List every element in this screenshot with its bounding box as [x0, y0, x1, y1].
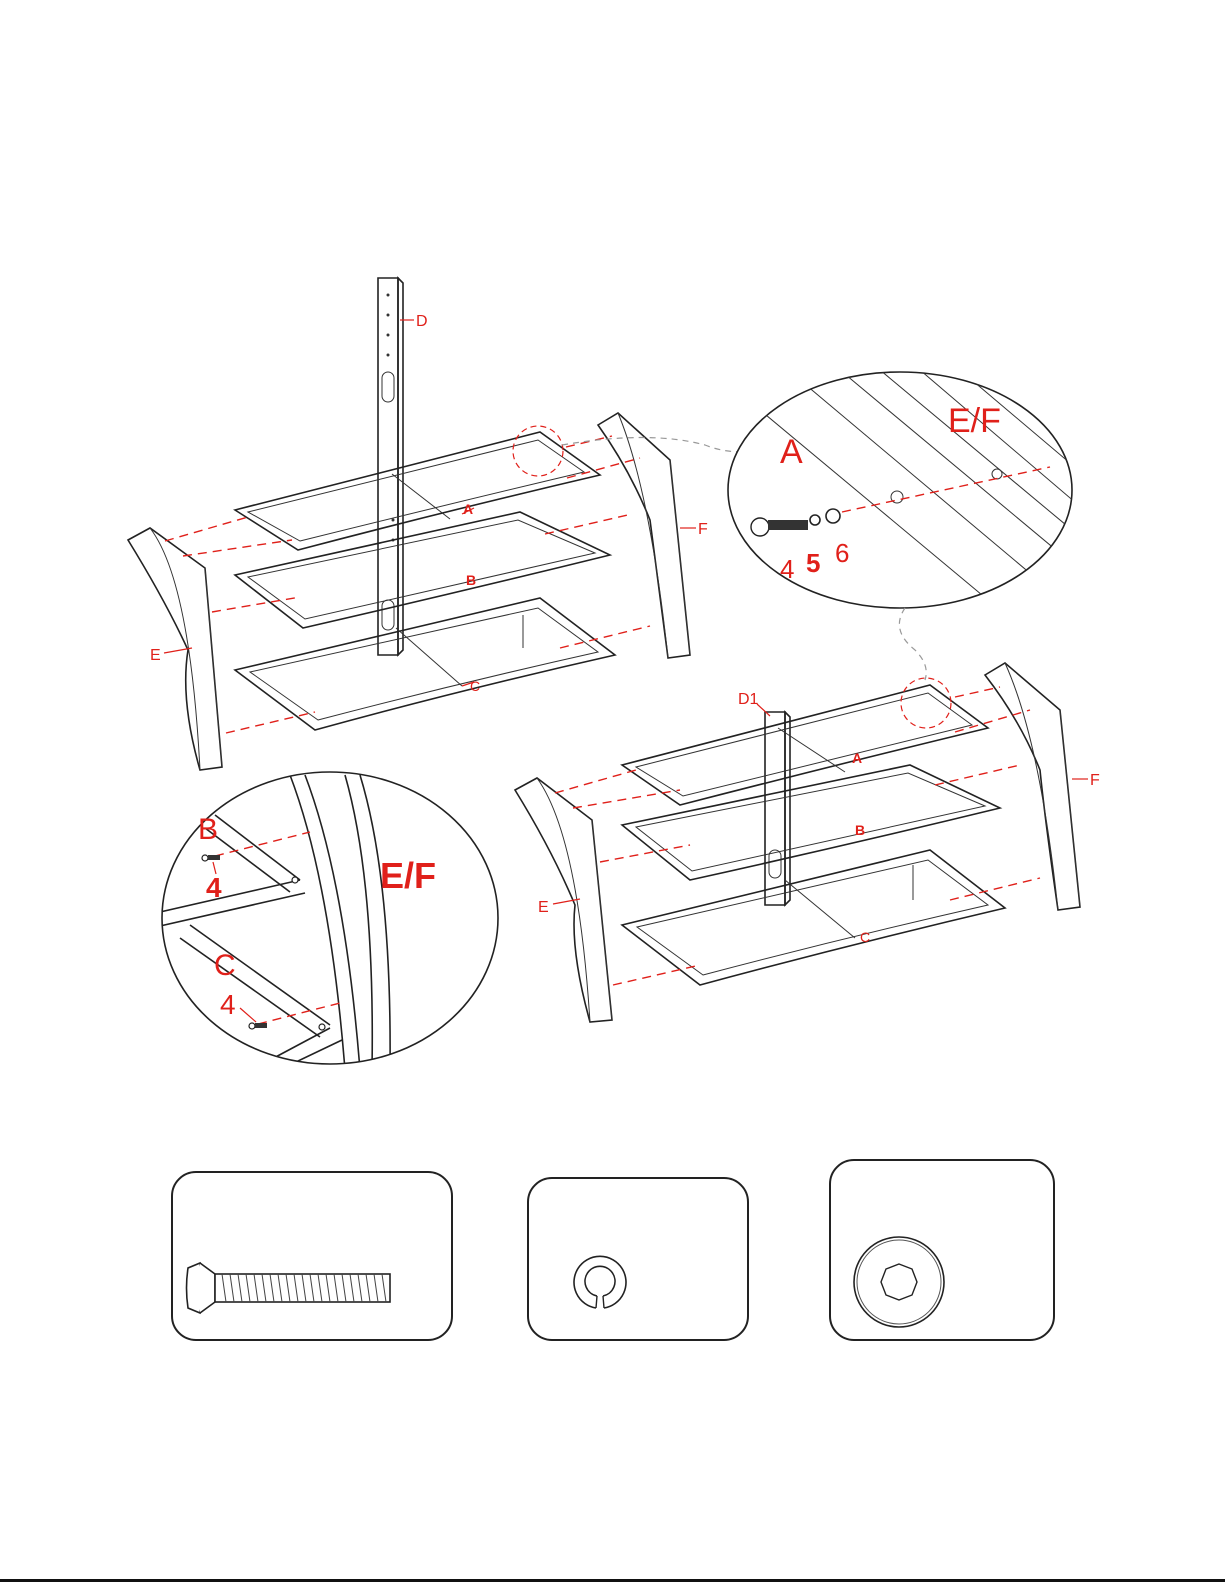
label-f: F — [698, 521, 708, 538]
label-f-bottom: F — [1090, 772, 1100, 789]
side-panel-f-bottom: F — [985, 663, 1100, 910]
label-d: D — [416, 313, 428, 330]
page-bottom-rule — [0, 1579, 1225, 1582]
zoom-label-b: B — [198, 813, 218, 846]
label-c-bottom: C — [860, 929, 870, 945]
label-c: C — [470, 678, 480, 694]
shelf-b: B — [235, 512, 610, 628]
zoom-label-c: C — [214, 949, 236, 982]
shelf-c-bottom: C — [622, 850, 1005, 985]
zoom-label-bolt-c: 4 — [220, 989, 236, 1020]
hardware-bolt — [172, 1172, 452, 1340]
zoom-detail-top: A E/F 4 5 6 — [728, 370, 1090, 680]
label-e-bottom: E — [538, 899, 549, 916]
side-panel-e-bottom: E — [515, 778, 612, 1022]
bottom-assembly: D1 A B C E — [515, 663, 1100, 1022]
zoom-lock-washer-icon — [810, 515, 820, 525]
top-assembly: D A B C — [128, 278, 755, 770]
zoom-flat-washer-icon — [826, 509, 840, 523]
callout-connector-middle — [899, 608, 926, 680]
hardware-flat-washer — [830, 1160, 1054, 1340]
zoom-label-ef: E/F — [948, 402, 1001, 440]
zoom-label-a: A — [780, 433, 803, 471]
zoom-label-ef-left: E/F — [380, 855, 436, 896]
label-a-bottom: A — [852, 750, 862, 766]
hardware-panel — [172, 1160, 1054, 1340]
zoom-label-bolt-b: 4 — [206, 872, 222, 903]
label-b-bottom: B — [855, 822, 865, 838]
zoom-detail-left: B 4 C 4 E/F — [160, 772, 498, 1072]
side-panel-f: F — [598, 413, 708, 658]
shelf-a-bottom: A — [622, 678, 988, 805]
hardware-lock-washer — [528, 1178, 748, 1340]
zoom-label-6: 6 — [835, 538, 849, 568]
shelf-b-bottom: B — [622, 765, 1000, 880]
alignment-lines-bottom — [555, 687, 1040, 985]
label-d1: D1 — [738, 691, 759, 708]
zoom-label-5: 5 — [806, 548, 820, 578]
zoom-label-4: 4 — [780, 554, 794, 584]
label-a: A — [463, 501, 473, 517]
label-b: B — [466, 572, 476, 588]
shelf-c: C — [235, 598, 615, 730]
side-panel-e: E — [128, 528, 222, 770]
label-e: E — [150, 647, 161, 664]
flat-washer-icon — [854, 1237, 944, 1327]
